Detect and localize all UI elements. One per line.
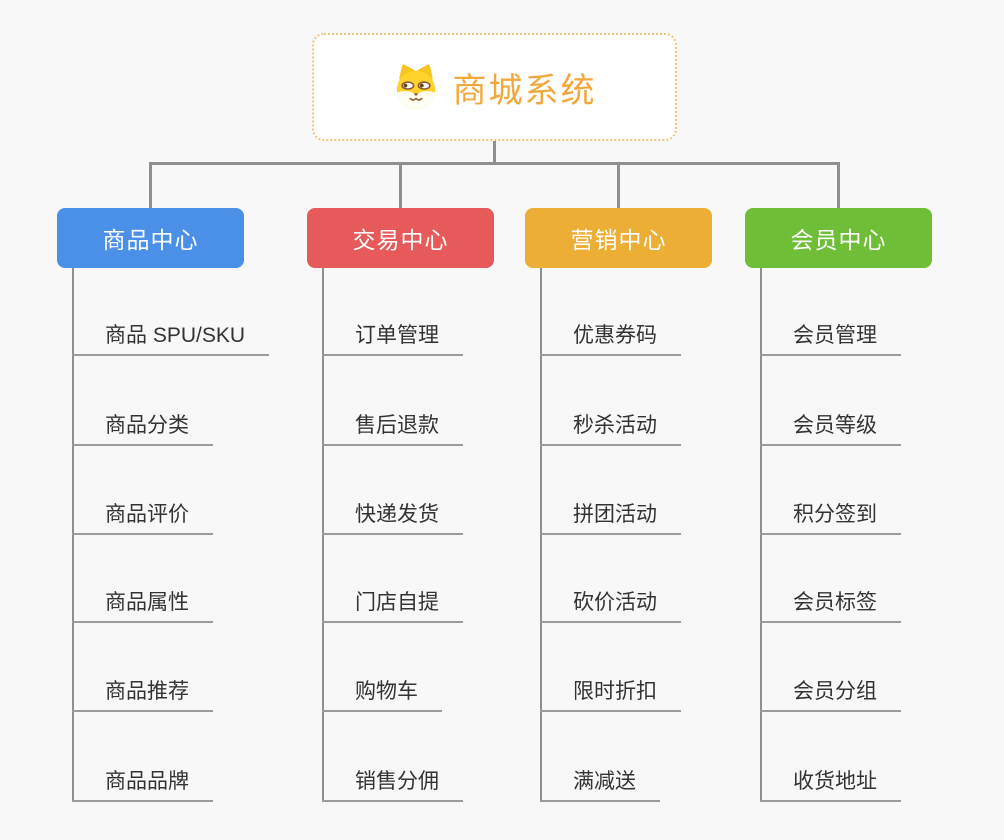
leaf-item[interactable]: 购物车 <box>322 666 442 712</box>
leaf-item[interactable]: 商品推荐 <box>72 666 213 712</box>
leaf-label: 商品品牌 <box>105 770 189 793</box>
leaf-item[interactable]: 拼团活动 <box>540 489 681 535</box>
leaf-label: 会员管理 <box>793 324 877 347</box>
leaf-label: 拼团活动 <box>573 503 657 526</box>
leaf-label: 门店自提 <box>355 591 439 614</box>
leaf-item[interactable]: 商品评价 <box>72 489 213 535</box>
leaf-item[interactable]: 砍价活动 <box>540 577 681 623</box>
leaf-label: 售后退款 <box>355 414 439 437</box>
branch-node-1[interactable]: 商品中心 <box>57 208 244 268</box>
leaf-item[interactable]: 会员管理 <box>760 310 901 356</box>
leaf-item[interactable]: 会员标签 <box>760 577 901 623</box>
connector-trunk <box>72 268 74 802</box>
connector-trunk <box>540 268 542 802</box>
connector-trunk <box>760 268 762 802</box>
leaf-label: 订单管理 <box>355 324 439 347</box>
leaf-item[interactable]: 优惠券码 <box>540 310 681 356</box>
leaf-label: 销售分佣 <box>355 770 439 793</box>
leaf-item[interactable]: 限时折扣 <box>540 666 681 712</box>
branch-node-4[interactable]: 会员中心 <box>745 208 932 268</box>
leaf-item[interactable]: 会员等级 <box>760 400 901 446</box>
leaf-item[interactable]: 商品 SPU/SKU <box>72 310 270 356</box>
leaf-item[interactable]: 售后退款 <box>322 400 463 446</box>
leaf-item[interactable]: 收货地址 <box>760 756 901 802</box>
leaf-label: 商品 SPU/SKU <box>105 324 246 347</box>
leaf-item[interactable]: 商品属性 <box>72 577 213 623</box>
leaf-item[interactable]: 秒杀活动 <box>540 400 681 446</box>
leaf-item[interactable]: 会员分组 <box>760 666 901 712</box>
connector-root-stem <box>493 141 496 164</box>
branch-label: 会员中心 <box>790 227 887 253</box>
leaf-label: 快递发货 <box>355 503 439 526</box>
leaf-label: 积分签到 <box>793 503 877 526</box>
leaf-label: 限时折扣 <box>573 680 657 703</box>
leaf-label: 满减送 <box>573 770 636 793</box>
leaf-label: 商品属性 <box>105 591 189 614</box>
connector-bus <box>149 162 840 165</box>
leaf-label: 商品分类 <box>105 414 189 437</box>
branch-node-2[interactable]: 交易中心 <box>307 208 494 268</box>
leaf-label: 商品评价 <box>105 503 189 526</box>
leaf-label: 会员标签 <box>793 591 877 614</box>
connector-drop <box>617 162 620 208</box>
leaf-item[interactable]: 商品分类 <box>72 400 213 446</box>
leaf-item[interactable]: 满减送 <box>540 756 660 802</box>
branch-label: 交易中心 <box>352 227 449 253</box>
branch-label: 商品中心 <box>102 227 199 253</box>
branch-label: 营销中心 <box>570 227 667 253</box>
leaf-item[interactable]: 积分签到 <box>760 489 901 535</box>
leaf-label: 会员分组 <box>793 680 877 703</box>
root-title: 商城系统 <box>452 71 597 110</box>
root-node-mall-system[interactable]: 商城系统 <box>312 33 677 141</box>
leaf-label: 收货地址 <box>793 770 877 793</box>
connector-trunk <box>322 268 324 802</box>
leaf-item[interactable]: 销售分佣 <box>322 756 463 802</box>
leaf-label: 优惠券码 <box>573 324 657 347</box>
leaf-label: 购物车 <box>355 680 418 703</box>
connector-drop <box>149 162 152 208</box>
leaf-label: 商品推荐 <box>105 680 189 703</box>
connector-drop <box>837 162 840 208</box>
dog-face-icon <box>396 64 435 110</box>
leaf-label: 秒杀活动 <box>573 414 657 437</box>
leaf-item[interactable]: 商品品牌 <box>72 756 213 802</box>
branch-node-3[interactable]: 营销中心 <box>525 208 712 268</box>
leaf-item[interactable]: 门店自提 <box>322 577 463 623</box>
leaf-item[interactable]: 快递发货 <box>322 489 463 535</box>
leaf-label: 砍价活动 <box>573 591 657 614</box>
leaf-label: 会员等级 <box>793 414 877 437</box>
leaf-item[interactable]: 订单管理 <box>322 310 463 356</box>
connector-drop <box>399 162 402 208</box>
